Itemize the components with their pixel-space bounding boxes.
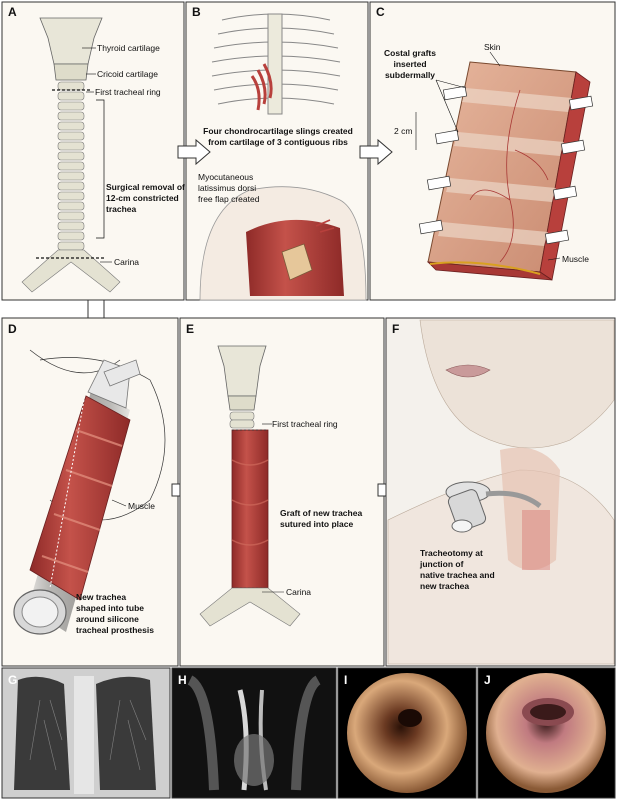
label-slings-1: Four chondrocartilage slings created: [203, 126, 353, 136]
panel-g-letter: G: [8, 673, 17, 687]
label-removal-3: trachea: [106, 204, 137, 214]
label-trach-4: new trachea: [420, 581, 469, 591]
endoscopic-view-j: [486, 673, 606, 793]
muscle-bands: [41, 429, 123, 573]
panel-f: F Tracheotomy at junction of native trac…: [385, 317, 616, 667]
label-removal-1: Surgical removal of: [106, 182, 185, 192]
label-grafts-2: inserted: [393, 59, 426, 69]
label-flap-1: Myocutaneous: [198, 172, 253, 182]
new-trachea-graft: [231, 429, 269, 589]
panel-a-letter: A: [8, 5, 17, 19]
bronchi: [21, 249, 121, 293]
cricoid-cartilage: [53, 63, 89, 81]
label-trach-3: native trachea and: [420, 570, 495, 580]
panel-b: B Four chondrocartilage slings created f…: [185, 1, 369, 301]
panel-f-letter: F: [392, 322, 399, 336]
label-2cm: 2 cm: [394, 126, 412, 136]
label-tube-1: New trachea: [76, 592, 126, 602]
lips: [445, 364, 491, 378]
panel-b-letter: B: [192, 5, 201, 19]
panel-g: G: [1, 667, 171, 799]
label-tube-3: around silicone: [76, 614, 139, 624]
flap-skin-paddle: [281, 243, 313, 281]
panel-i: I: [337, 667, 477, 799]
panel-d: D Muscle New trachea shaped into tube ar…: [1, 317, 179, 667]
label-carina: Carina: [114, 257, 139, 267]
label-tube-4: tracheal prosthesis: [76, 625, 154, 635]
label-muscle-d: Muscle: [128, 501, 155, 511]
panel-e-letter: E: [186, 322, 194, 336]
label-cricoid-cartilage: Cricoid cartilage: [97, 69, 158, 79]
label-graft-1: Graft of new trachea: [280, 508, 362, 518]
panel-c-letter: C: [376, 5, 385, 19]
label-graft-2: sutured into place: [280, 519, 353, 529]
label-carina-e: Carina: [286, 587, 311, 597]
left-lung: [14, 676, 70, 790]
label-skin: Skin: [484, 42, 501, 52]
arrow-a-to-b: [177, 138, 211, 166]
panel-c: C Costal grafts in: [369, 1, 616, 301]
panel-i-letter: I: [344, 673, 347, 687]
label-thyroid-cartilage: Thyroid cartilage: [97, 43, 160, 53]
label-trach-1: Tracheotomy at: [420, 548, 483, 558]
label-flap-2: latissimus dorsi: [198, 183, 256, 193]
label-muscle-c: Muscle: [562, 254, 589, 264]
label-tube-2: shaped into tube: [76, 603, 144, 613]
muscle-wrap: [29, 395, 131, 601]
graft-tabs: [418, 85, 594, 245]
panel-j: J: [477, 667, 616, 799]
tracheotomy-tube: [445, 481, 542, 533]
panel-a: A: [1, 1, 185, 301]
label-first-tracheal-ring: First tracheal ring: [95, 87, 161, 97]
panel-h-letter: H: [178, 673, 187, 687]
label-removal-2: 12-cm constricted: [106, 193, 179, 203]
label-trach-2: junction of: [419, 559, 464, 569]
bronchi-e: [199, 587, 301, 627]
arrow-b-to-c: [359, 138, 393, 166]
panel-d-letter: D: [8, 322, 17, 336]
panel-h: H: [171, 667, 337, 799]
label-first-tracheal-ring-e: First tracheal ring: [272, 419, 338, 429]
label-slings-2: from cartilage of 3 contiguous ribs: [208, 137, 348, 147]
right-lung: [96, 676, 156, 790]
panel-e: E First tracheal ring Graft of new trach…: [179, 317, 385, 667]
panel-j-letter: J: [484, 673, 491, 687]
label-flap-3: free flap created: [198, 194, 260, 204]
label-grafts-1: Costal grafts: [384, 48, 436, 58]
rib-cartilage-slings: [250, 63, 273, 111]
face-outline: [419, 319, 615, 449]
trachea-rings: [57, 81, 85, 251]
endoscopic-view-i: [347, 673, 467, 793]
label-grafts-3: subdermally: [385, 70, 435, 80]
